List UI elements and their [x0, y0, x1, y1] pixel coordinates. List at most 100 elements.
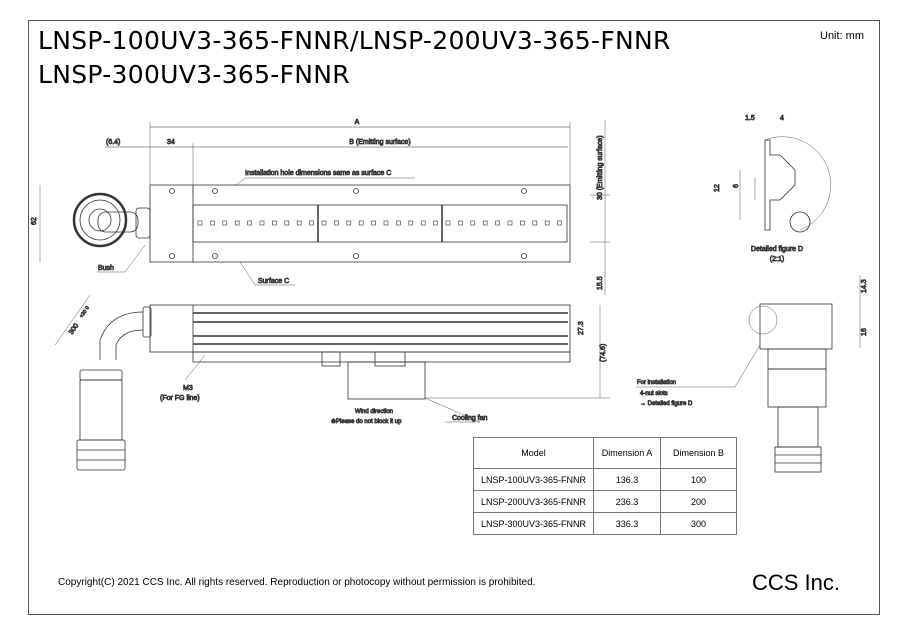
- unit-label: Unit: mm: [820, 30, 864, 42]
- led-chip: [222, 220, 228, 226]
- m3-label: M3: [183, 385, 193, 392]
- dim-300-label: 300: [68, 322, 80, 336]
- led-chip: [532, 220, 538, 226]
- detail-12-label: 12: [714, 184, 721, 192]
- dim-27-3-label: 27.3: [578, 321, 585, 335]
- dim-6-4-label: (6.4): [106, 139, 120, 146]
- led-chip: [358, 220, 364, 226]
- led-chip: [557, 220, 562, 226]
- detail-figure-d: 1.5 4 12 6 Detailed figure D (2:1): [714, 115, 831, 263]
- led-chip: [445, 220, 451, 226]
- bush-label: Bush: [98, 265, 114, 272]
- drawing-frame: [28, 20, 880, 615]
- detail-1-5-label: 1.5: [745, 115, 755, 122]
- dim-300-tolerance: +20 0: [79, 305, 91, 319]
- fg-line-label: (For FG line): [160, 395, 200, 402]
- table-row: LNSP-300UV3-365-FNNR 336.3 300: [473, 512, 737, 535]
- led-chip: [420, 220, 426, 226]
- detail-6-label: 6: [733, 184, 740, 188]
- nut-slots-label: 4-nut slots: [640, 391, 668, 397]
- detail-scale: (2:1): [770, 256, 784, 263]
- for-installation-label: For installation: [637, 380, 676, 386]
- company-logo-text: CCS Inc.: [752, 570, 841, 595]
- table-header: Dimension A: [593, 437, 661, 469]
- dim-16-label: 16: [861, 328, 868, 336]
- side-body: [149, 304, 571, 353]
- led-chip: [346, 220, 352, 226]
- led-chip: [210, 220, 215, 226]
- cooling-fan-label: Cooling fan: [452, 415, 488, 422]
- drawing-title-line2: LNSP-300UV3-365-FNNR: [38, 60, 350, 89]
- table-header-row: Model Dimension A Dimension B: [473, 437, 737, 469]
- led-chip: [495, 220, 500, 226]
- mounting-holes: [169, 188, 527, 259]
- dim-62-label: 62: [31, 217, 38, 225]
- led-chip: [458, 220, 463, 226]
- mounting-hole: [212, 253, 218, 259]
- led-chip: [408, 220, 414, 226]
- led-chip: [396, 220, 401, 226]
- led-chip: [247, 220, 252, 226]
- table-header: Model: [473, 437, 594, 469]
- led-chip: [259, 220, 265, 226]
- detail-title: Detailed figure D: [751, 246, 803, 253]
- top-body: [149, 184, 571, 263]
- table-cell: 200: [660, 490, 737, 513]
- wind-direction-label: Wind direction: [355, 409, 393, 415]
- wind-note: ※Please do not block it up: [331, 418, 402, 425]
- led-chip: [321, 220, 327, 226]
- led-chip: [507, 220, 513, 226]
- mounting-hole: [353, 253, 359, 259]
- dim-a-label: A: [355, 119, 360, 126]
- led-chip: [272, 220, 277, 226]
- led-chip: [544, 220, 550, 226]
- dim-14-3-label: 14.3: [861, 279, 868, 293]
- cooling-fan: [347, 361, 426, 400]
- mounting-hole: [521, 253, 527, 259]
- led-chip: [234, 220, 240, 226]
- mounting-hole: [353, 188, 359, 194]
- dim-74-6-label: (74.6): [600, 344, 607, 362]
- cable-end: [72, 192, 128, 248]
- led-chip: [520, 220, 525, 226]
- surface-c-label: Surface C: [258, 278, 289, 285]
- dim-b-label: B (Emitting surface): [349, 139, 410, 146]
- install-hole-note: Installation hole dimensions same as sur…: [245, 170, 391, 177]
- led-chip: [284, 220, 290, 226]
- mounting-hole: [521, 188, 527, 194]
- mounting-hole: [169, 253, 175, 259]
- led-chip: [296, 220, 302, 226]
- side-view: 300 +20 0 27.3 (74.6) M3 (For FG line) W…: [54, 294, 610, 471]
- mounting-hole: [169, 188, 175, 194]
- table-cell: 236.3: [593, 490, 661, 513]
- emitting-area: [192, 204, 568, 243]
- dimension-table: Model Dimension A Dimension B LNSP-100UV…: [473, 437, 737, 535]
- led-chip: [197, 220, 203, 226]
- table-cell: 300: [660, 512, 737, 535]
- led-chip: [334, 220, 339, 226]
- table-header: Dimension B: [660, 437, 737, 469]
- dim-34-label: 34: [167, 139, 175, 146]
- table-cell: 100: [660, 468, 737, 491]
- table-cell: LNSP-300UV3-365-FNNR: [473, 512, 594, 535]
- led-chip: [383, 220, 389, 226]
- table-row: LNSP-100UV3-365-FNNR 136.3 100: [473, 468, 737, 491]
- led-chip: [470, 220, 476, 226]
- to-detail-label: → Detailed figure D: [640, 401, 693, 407]
- led-chip: [433, 220, 438, 226]
- led-chip: [371, 220, 376, 226]
- table-cell: LNSP-100UV3-365-FNNR: [473, 468, 594, 491]
- table-cell: 336.3: [593, 512, 661, 535]
- mounting-hole: [212, 188, 218, 194]
- copyright-notice: Copyright(C) 2021 CCS Inc. All rights re…: [58, 577, 536, 588]
- table-cell: 136.3: [593, 468, 661, 491]
- table-cell: LNSP-200UV3-365-FNNR: [473, 490, 594, 513]
- end-view: 14.3 16 For installation 4-nut slots → D…: [636, 275, 868, 473]
- led-row: [197, 220, 562, 226]
- dim-30-label: 30 (Emitting surface): [597, 135, 604, 200]
- top-view: A B (Emitting surface) (6.4) 34 62 30 (E…: [31, 119, 610, 295]
- drawing-title-line1: LNSP-100UV3-365-FNNR/LNSP-200UV3-365-FNN…: [38, 26, 671, 55]
- table-row: LNSP-200UV3-365-FNNR 236.3 200: [473, 490, 737, 513]
- led-chip: [309, 220, 314, 226]
